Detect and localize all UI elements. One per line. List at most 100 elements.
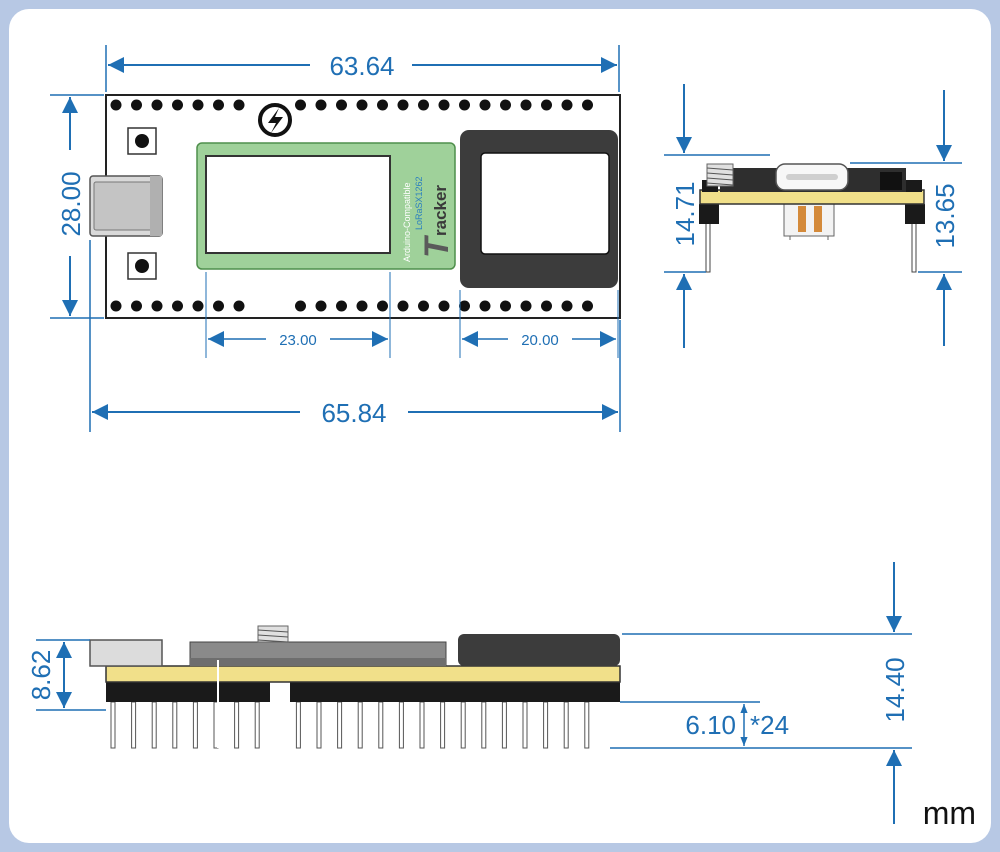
- lcd-module: Arduino-Compatible LoRaSX1262 T racker: [196, 142, 456, 270]
- top-view: Arduino-Compatible LoRaSX1262 T racker 6…: [50, 45, 621, 432]
- dim-overall-length: 65.84: [89, 240, 621, 432]
- dim-front-height-right-label: 14.40: [880, 657, 910, 722]
- side-spring-antenna: [706, 163, 734, 187]
- pin-hole: [233, 99, 245, 111]
- pin-hole: [356, 300, 368, 312]
- front-pin-row: [110, 701, 590, 749]
- pin-hole: [110, 99, 122, 111]
- front-header-right: [290, 682, 620, 702]
- dim-module-width: 20.00: [459, 290, 619, 358]
- header-pin: [460, 701, 466, 749]
- header-pin: [440, 701, 446, 749]
- pin-hole: [582, 300, 593, 312]
- pin-hole: [295, 99, 306, 111]
- pin-hole: [459, 99, 470, 111]
- pin-hole: [151, 99, 163, 111]
- pin-hole: [213, 99, 224, 111]
- pin-hole: [397, 99, 409, 111]
- button-bottom: [127, 252, 157, 280]
- header-pin: [481, 701, 487, 749]
- pin-hole: [520, 99, 532, 111]
- pin-hole: [213, 300, 224, 312]
- pin-hole: [377, 99, 388, 111]
- header-pin: [419, 701, 425, 749]
- dim-board-width-label: 28.00: [56, 171, 86, 236]
- header-pin: [151, 701, 157, 749]
- side-pcb: [699, 189, 925, 205]
- pin-hole: [500, 300, 511, 312]
- front-view: 8.62 14.40 6.10 *24: [26, 562, 912, 824]
- dim-module-width-label: 20.00: [521, 332, 559, 349]
- pin-hole: [336, 300, 347, 312]
- dim-front-height-left-label: 8.62: [26, 650, 56, 701]
- header-pin: [172, 701, 178, 749]
- header-pin: [398, 701, 404, 749]
- pin-hole: [479, 300, 491, 312]
- compat-label: Arduino-Compatible: [402, 182, 412, 262]
- pin-hole: [397, 300, 409, 312]
- header-pin: [295, 701, 301, 749]
- pin-hole: [315, 99, 327, 111]
- pin-hole: [110, 300, 122, 312]
- dim-side-height-right: 13.65: [850, 90, 962, 346]
- header-pin: [501, 701, 507, 749]
- front-pcb: [105, 665, 621, 683]
- pin-hole: [377, 300, 388, 312]
- header-pin: [563, 701, 569, 749]
- usb-c-connector: [89, 175, 163, 237]
- pin-hole: [315, 300, 327, 312]
- header-pin: [337, 701, 343, 749]
- pin-hole: [131, 99, 142, 111]
- lightning-icon: [258, 103, 292, 137]
- pin-hole: [356, 99, 368, 111]
- top-pin-row: [110, 99, 593, 111]
- button-top: [127, 127, 157, 155]
- pin-hole: [131, 300, 142, 312]
- header-pin: [316, 701, 322, 749]
- pin-hole: [172, 99, 183, 111]
- gps-module: [460, 130, 618, 288]
- header-pin: [192, 701, 198, 749]
- pin-hole: [541, 300, 552, 312]
- pin-hole: [438, 300, 450, 312]
- pin-hole: [295, 300, 306, 312]
- dim-pin-length: 6.10 *24: [620, 701, 789, 746]
- header-pin: [522, 701, 528, 749]
- dim-lcd-width-label: 23.00: [279, 332, 317, 349]
- front-spring-antenna: [257, 625, 289, 643]
- dim-pin-length-label: 6.10: [685, 710, 736, 740]
- front-header-left: [106, 682, 270, 702]
- pin-hole: [479, 99, 491, 111]
- pin-hole: [418, 99, 429, 111]
- dim-front-height-left: 8.62: [26, 639, 106, 711]
- pin-hole: [151, 300, 163, 312]
- header-pin: [543, 701, 549, 749]
- pin-hole: [418, 300, 429, 312]
- pin-hole: [541, 99, 552, 111]
- dim-overall-length-label: 65.84: [321, 398, 386, 428]
- dim-lcd-width: 23.00: [205, 272, 391, 358]
- pin-hole: [233, 300, 245, 312]
- side-bottom-connector: [783, 203, 835, 240]
- bottom-pin-row: [110, 300, 593, 312]
- header-pin: [234, 701, 240, 749]
- header-pin: [378, 701, 384, 749]
- pin-hole: [336, 99, 347, 111]
- pin-hole: [192, 300, 204, 312]
- dim-top-length: 63.64: [105, 45, 620, 92]
- pin-hole: [500, 99, 511, 111]
- header-pin: [131, 701, 137, 749]
- dim-top-length-label: 63.64: [329, 51, 394, 81]
- brand-initial: T: [418, 234, 456, 258]
- dim-pin-count-label: *24: [750, 710, 789, 740]
- header-pin: [254, 701, 260, 749]
- pin-hole: [459, 300, 470, 312]
- header-pin: [584, 701, 590, 749]
- header-pin: [357, 701, 363, 749]
- side-view: 14.71 13.65: [664, 84, 962, 348]
- unit-label: mm: [923, 795, 976, 831]
- pin-hole: [582, 99, 593, 111]
- dim-side-height-left-label: 14.71: [670, 181, 700, 246]
- brand-name: racker: [431, 185, 450, 236]
